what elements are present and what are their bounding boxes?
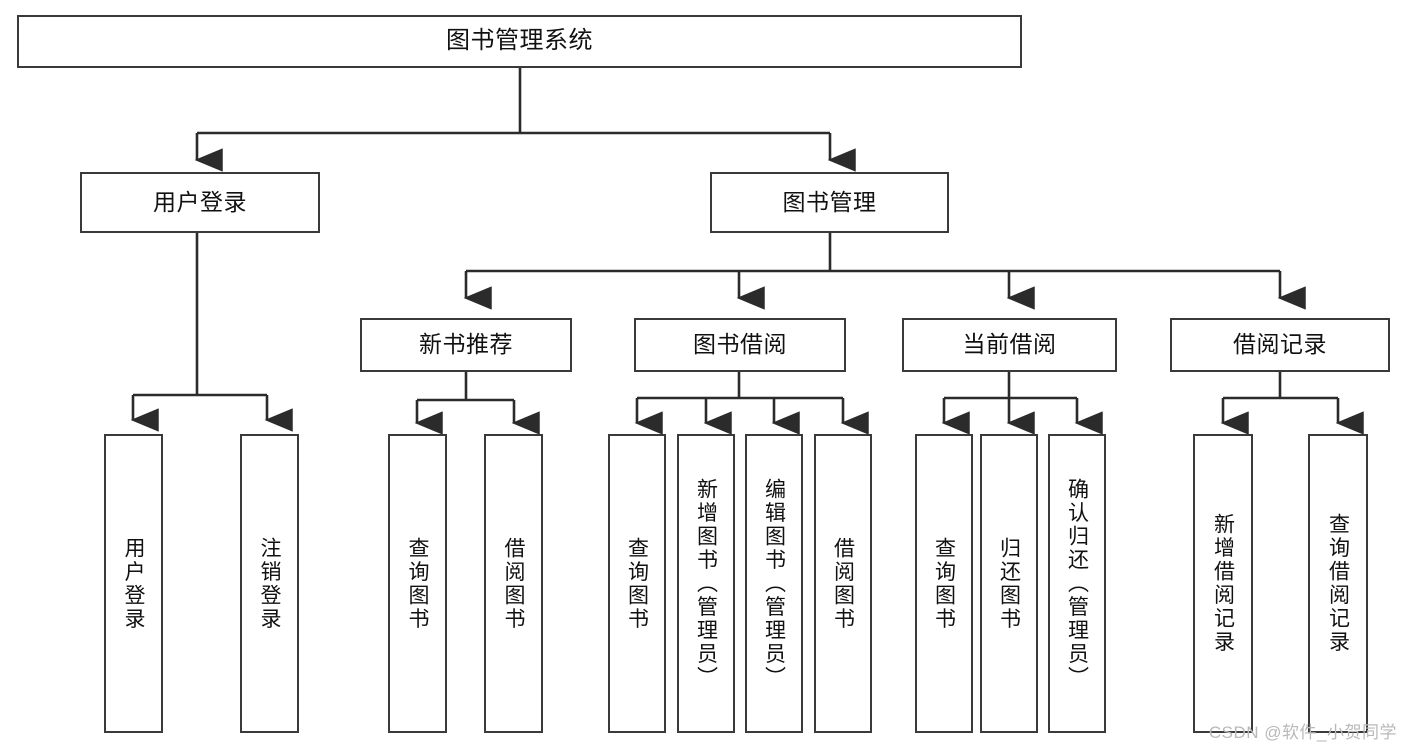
leaf-query-book-3[interactable]: 查询图书 [915,434,973,733]
node-book-borrow-label: 图书借阅 [693,331,787,358]
node-root[interactable]: 图书管理系统 [17,15,1022,68]
leaf-query-book-1-label: 查询图书 [406,536,429,631]
leaf-user-login-label: 用户登录 [122,536,145,631]
node-book-manage[interactable]: 图书管理 [710,172,949,233]
leaf-add-book-label: 新增图书（管理员） [694,477,718,690]
leaf-return-book-label: 归还图书 [997,536,1021,631]
leaf-add-record[interactable]: 新增借阅记录 [1193,434,1253,733]
leaf-user-login[interactable]: 用户登录 [104,434,163,733]
leaf-query-book-1[interactable]: 查询图书 [388,434,447,733]
leaf-query-record-label: 查询借阅记录 [1326,513,1350,654]
leaf-borrow-book-2[interactable]: 借阅图书 [814,434,872,733]
leaf-add-book[interactable]: 新增图书（管理员） [677,434,735,733]
node-root-label: 图书管理系统 [446,27,593,55]
leaf-borrow-book-1[interactable]: 借阅图书 [484,434,543,733]
leaf-logout-label: 注销登录 [258,536,281,631]
node-book-borrow[interactable]: 图书借阅 [634,318,846,372]
node-new-book-recommend[interactable]: 新书推荐 [360,318,572,372]
leaf-add-record-label: 新增借阅记录 [1211,513,1235,654]
leaf-edit-book[interactable]: 编辑图书（管理员） [745,434,803,733]
node-current-borrow[interactable]: 当前借阅 [902,318,1117,372]
node-borrow-record-label: 借阅记录 [1233,331,1327,358]
leaf-confirm-return[interactable]: 确认归还（管理员） [1048,434,1106,733]
leaf-borrow-book-1-label: 借阅图书 [502,536,525,631]
node-current-borrow-label: 当前借阅 [962,331,1057,358]
leaf-query-record[interactable]: 查询借阅记录 [1308,434,1368,733]
leaf-borrow-book-2-label: 借阅图书 [831,536,855,631]
leaf-logout[interactable]: 注销登录 [240,434,299,733]
node-user-login[interactable]: 用户登录 [80,172,320,233]
leaf-return-book[interactable]: 归还图书 [980,434,1038,733]
leaf-query-book-2[interactable]: 查询图书 [608,434,666,733]
leaf-query-book-3-label: 查询图书 [932,536,956,631]
node-borrow-record[interactable]: 借阅记录 [1170,318,1390,372]
node-book-manage-label: 图书管理 [782,188,877,215]
leaf-edit-book-label: 编辑图书（管理员） [762,477,786,690]
leaf-confirm-return-label: 确认归还（管理员） [1065,477,1089,690]
watermark: CSDN @软件_小贺同学 [1208,723,1397,742]
node-new-book-recommend-label: 新书推荐 [419,331,513,358]
node-user-login-label: 用户登录 [153,188,247,215]
leaf-query-book-2-label: 查询图书 [625,536,649,631]
